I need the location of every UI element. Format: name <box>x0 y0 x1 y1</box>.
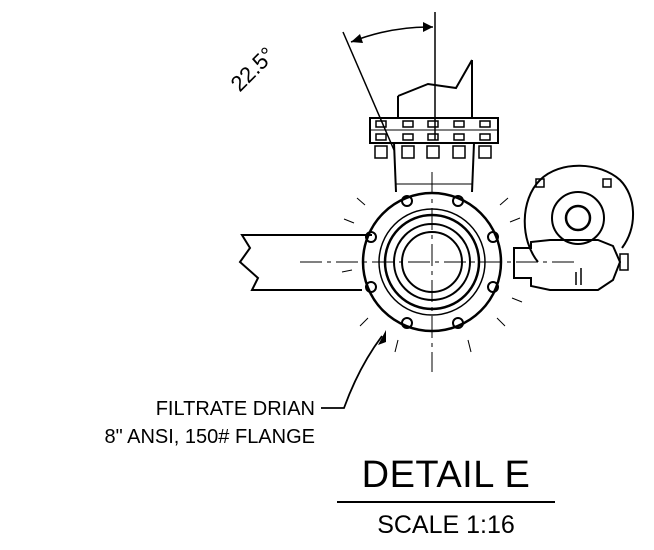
gear-operator <box>513 164 635 291</box>
angle-arc <box>350 26 434 43</box>
arrowhead-right <box>423 22 433 32</box>
callout-leader <box>321 330 386 409</box>
angled-reference-line <box>342 31 395 151</box>
bolt-holes <box>365 195 499 329</box>
detail-scale: SCALE 1:16 <box>377 511 515 539</box>
bolt-tick-marks <box>341 197 523 353</box>
leader-arrowhead <box>378 330 386 345</box>
upper-flange-bolts <box>374 120 492 159</box>
callout-label-line2: 8" ANSI, 150# FLANGE <box>104 426 315 448</box>
drain-pipe <box>238 234 372 291</box>
arrowhead-left <box>351 34 363 43</box>
main-flange <box>341 191 523 353</box>
centerlines <box>300 172 575 372</box>
callout-label-line1: FILTRATE DRIAN <box>155 398 315 420</box>
upper-flange <box>369 117 499 193</box>
upper-pipe <box>397 59 473 118</box>
detail-title: DETAIL E <box>361 454 531 496</box>
angle-dimension <box>342 12 436 151</box>
